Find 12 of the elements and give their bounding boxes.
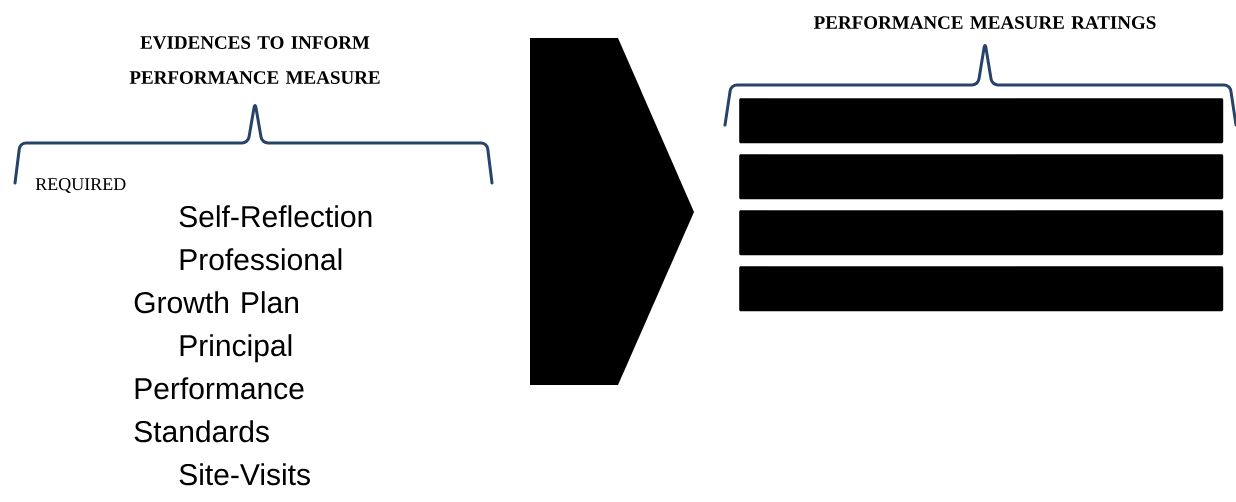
list-item: Site-Visits [179, 463, 310, 486]
chevron-arrow [530, 38, 694, 385]
list-item: Principal Performance Standards [134, 334, 304, 443]
rating-bar [739, 210, 1224, 256]
heading: EVIDENCES TO INFORM PERFORMANCE MEASURE [129, 36, 380, 84]
heading: PERFORMANCE MEASURE RATINGS [814, 16, 1156, 29]
rating-bar [739, 266, 1224, 312]
rating-bar [739, 154, 1224, 200]
rating-bar [739, 98, 1224, 144]
list-item: Professional Growth Plan [134, 248, 342, 314]
list-item: Self-Reflection [179, 205, 372, 228]
section-label: REQUIRED [35, 178, 126, 193]
